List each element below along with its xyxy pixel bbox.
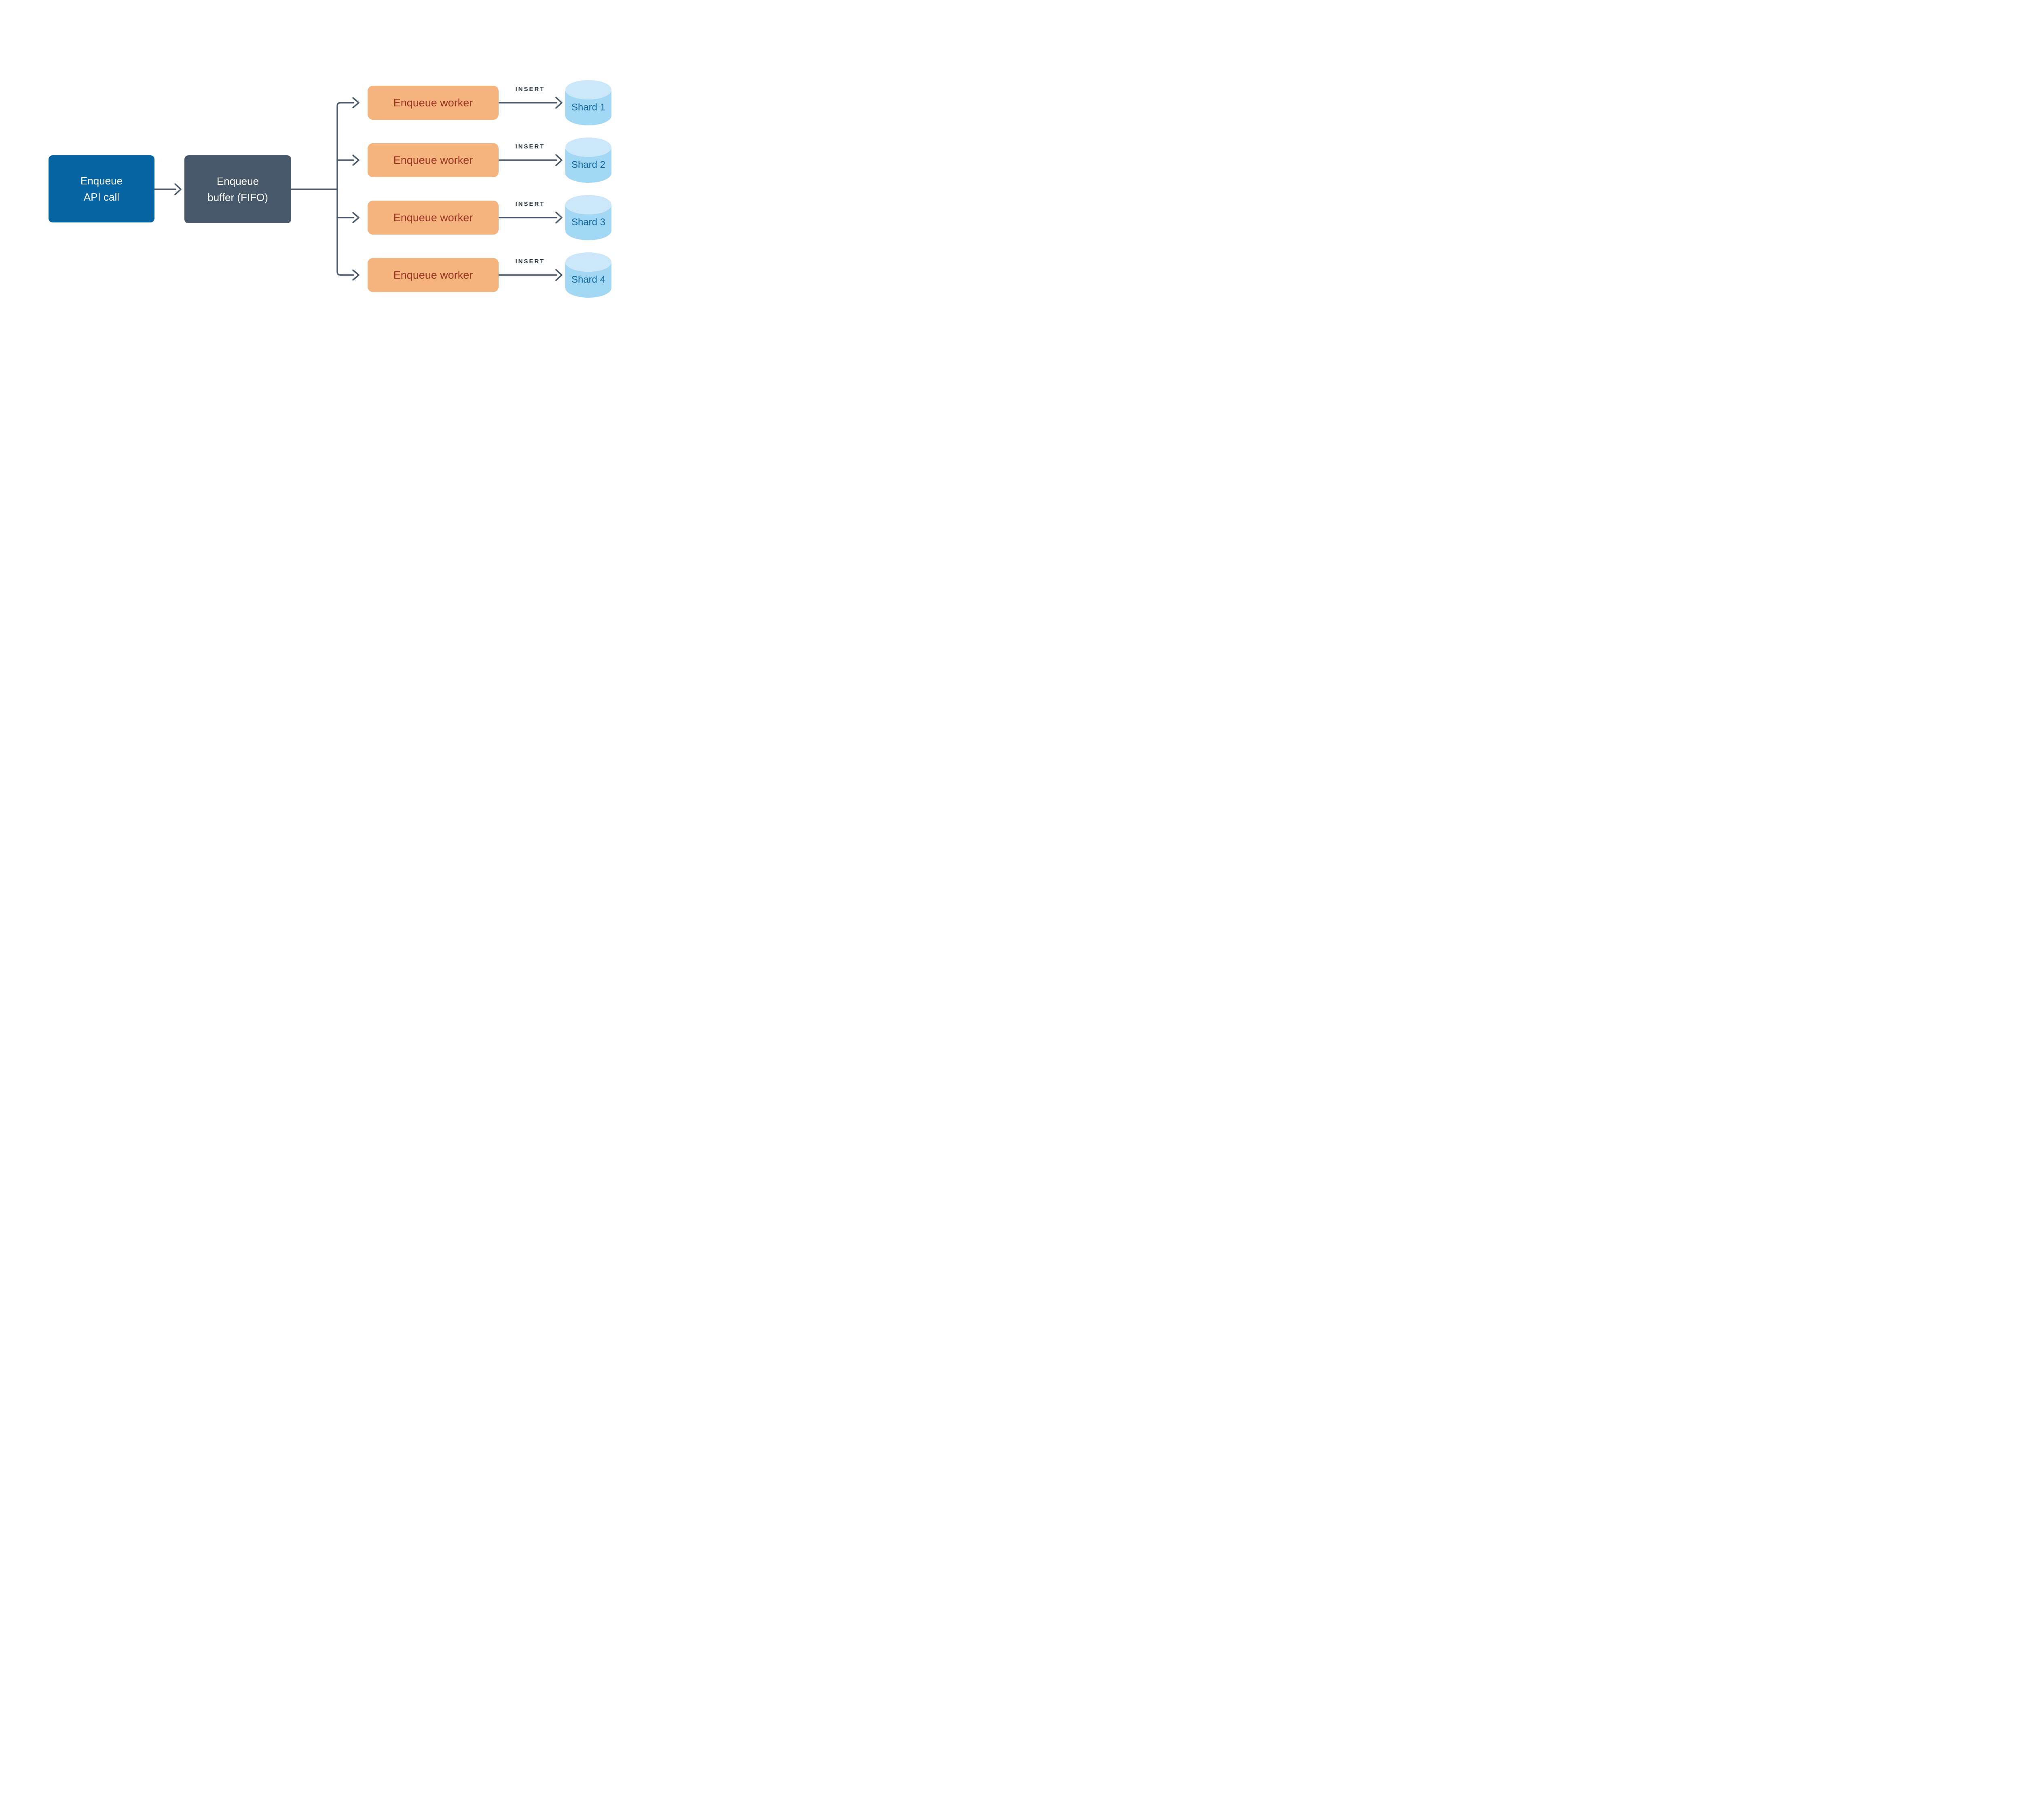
node-enqueue-worker-1: Enqueue worker [368,86,499,120]
arrowhead-branch-2 [352,154,360,166]
node-enqueue-worker-2-label: Enqueue worker [393,154,473,166]
node-enqueue-worker-2: Enqueue worker [368,143,499,177]
database-cylinder-icon [565,138,611,183]
cylinder-body [565,262,611,298]
node-enqueue-worker-3-label: Enqueue worker [393,211,473,224]
cylinder-body [565,90,611,125]
arrowhead-insert-1 [555,97,563,109]
node-shard-2-label: Shard 2 [571,159,606,170]
cylinder-top [565,138,611,157]
node-shard-3: Shard 3 [565,195,611,240]
edge-label-insert-4: INSERT [515,258,545,265]
cylinder-top [565,195,611,214]
node-enqueue-worker-4: Enqueue worker [368,258,499,292]
database-cylinder-icon [565,195,611,240]
arrowhead-api-to-buffer [174,183,182,195]
diagram-canvas: Enqueue API call Enqueue buffer (FIFO) E… [0,0,647,364]
arrowhead-branch-4 [352,269,360,281]
node-shard-3-label: Shard 3 [571,217,606,228]
cylinder-body [565,147,611,183]
edge-label-insert-2: INSERT [515,143,545,150]
node-enqueue-api-call-line2: API call [83,191,120,203]
node-enqueue-worker-1-label: Enqueue worker [393,96,473,109]
node-enqueue-worker-4-label: Enqueue worker [393,269,473,281]
database-cylinder-icon [565,80,611,125]
node-shard-4-label: Shard 4 [571,274,606,285]
arrowhead-insert-2 [555,154,563,166]
cylinder-top [565,80,611,99]
node-enqueue-buffer: Enqueue buffer (FIFO) [184,155,291,223]
connector-trunk [336,102,341,276]
arrowhead-branch-1 [352,97,360,108]
edge-label-insert-3: INSERT [515,201,545,207]
node-shard-4: Shard 4 [565,252,611,298]
database-cylinder-icon [565,252,611,298]
arrowhead-branch-3 [352,212,360,223]
node-shard-1-label: Shard 1 [571,102,606,113]
cylinder-body [565,205,611,240]
node-enqueue-buffer-line1: Enqueue [216,175,259,187]
node-enqueue-api-call: Enqueue API call [49,155,154,222]
cylinder-top [565,252,611,272]
node-enqueue-api-call-line1: Enqueue [80,175,123,187]
node-shard-2: Shard 2 [565,138,611,183]
arrowhead-insert-4 [555,269,563,281]
arrowhead-insert-3 [555,212,563,224]
node-enqueue-buffer-line2: buffer (FIFO) [207,191,268,203]
node-enqueue-worker-3: Enqueue worker [368,201,499,235]
edge-label-insert-1: INSERT [515,86,545,93]
node-shard-1: Shard 1 [565,80,611,125]
connector-layer [154,97,563,281]
